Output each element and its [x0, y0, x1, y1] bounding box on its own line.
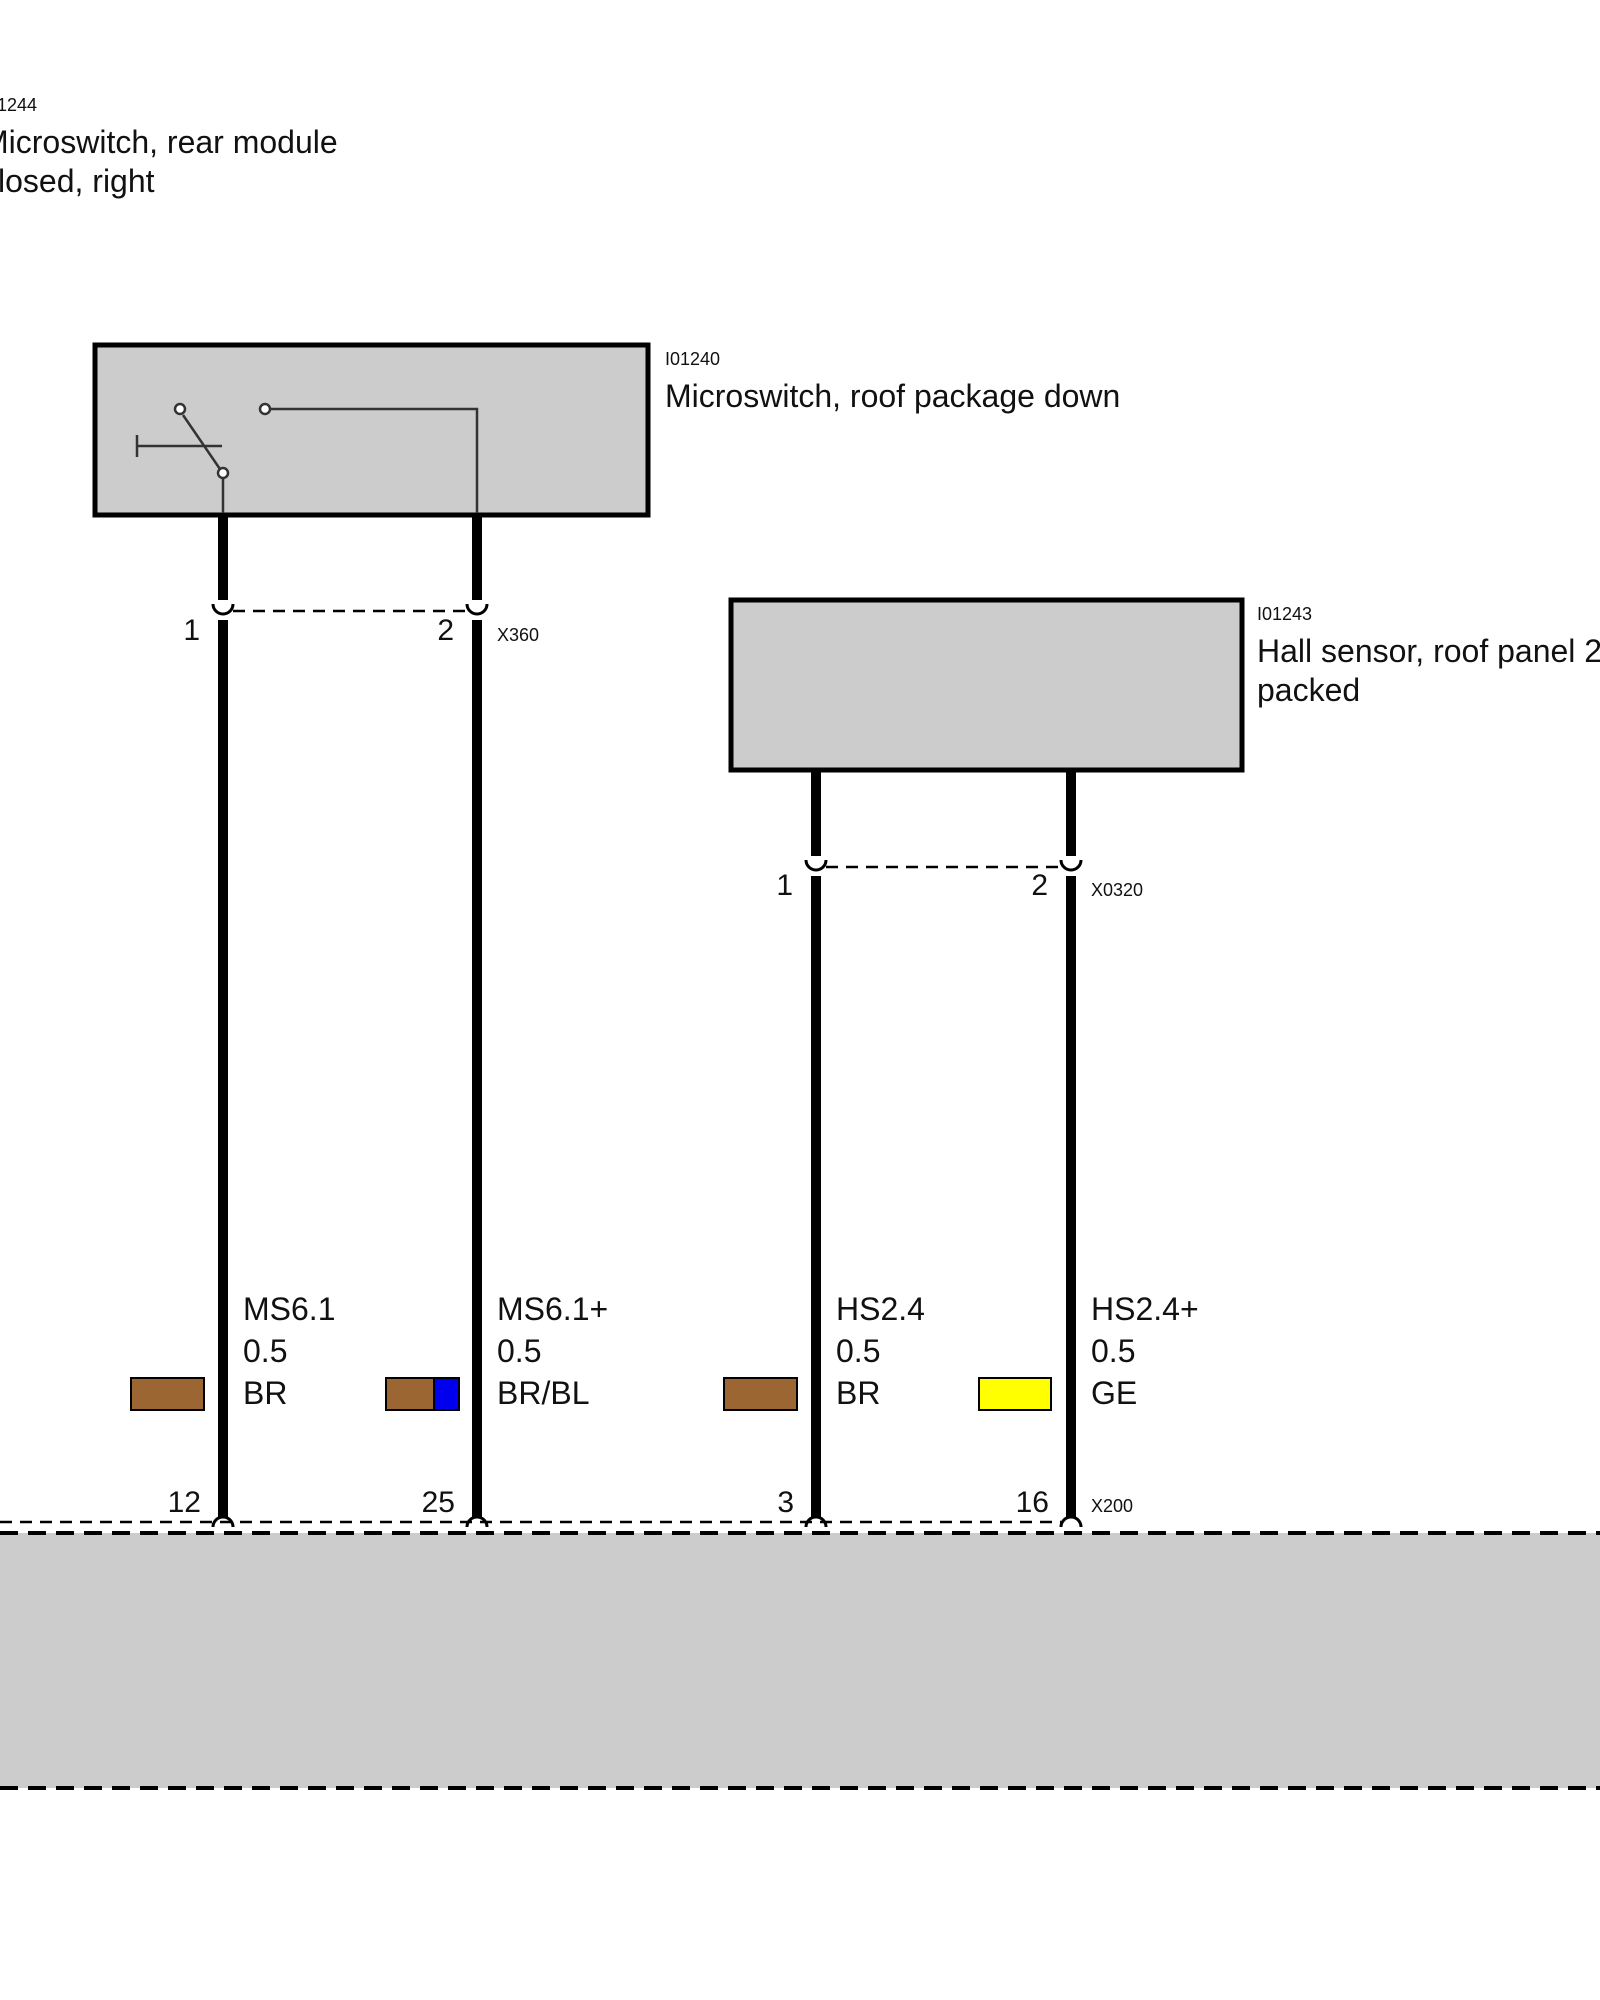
component-name-switch: Microswitch, roof package down — [665, 378, 1120, 414]
wire-signal-3: HS2.4 — [836, 1291, 925, 1327]
wire-signal-4: HS2.4+ — [1091, 1291, 1199, 1327]
switch-symbol-icon — [135, 402, 479, 513]
component-name-hall-line2: packed — [1257, 672, 1360, 708]
wire-color-swatch-2b — [433, 1377, 460, 1411]
wire-colorcode-3: BR — [836, 1375, 880, 1411]
switch-module-box[interactable] — [92, 342, 651, 518]
wire-color-swatch-2a — [385, 1377, 435, 1411]
wire-colorcode-4: GE — [1091, 1375, 1137, 1411]
x200-pin-25: 25 — [422, 1486, 455, 1519]
component-id-top-left: I01244 — [0, 95, 37, 115]
x360-pin-2: 2 — [437, 614, 454, 647]
wire-signal-2: MS6.1+ — [497, 1291, 608, 1327]
component-name-top-left-line2: closed, right — [0, 163, 155, 199]
wire-label-2: MS6.1+ 0.5 BR/BL — [385, 1291, 608, 1411]
wire-color-swatch-3 — [723, 1377, 798, 1411]
wire-label-3: HS2.4 0.5 BR — [723, 1291, 925, 1411]
x360-pin-1: 1 — [183, 614, 200, 647]
wire-color-swatch-4 — [978, 1377, 1052, 1411]
x0320-label: X0320 — [1091, 880, 1143, 900]
wire-signal-1: MS6.1 — [243, 1291, 335, 1327]
wire-color-swatch-1 — [130, 1377, 205, 1411]
wire-colorcode-1: BR — [243, 1375, 287, 1411]
x200-pin-16: 16 — [1016, 1486, 1049, 1519]
wire-size-1: 0.5 — [243, 1333, 287, 1369]
component-id-hall: I01243 — [1257, 604, 1312, 624]
connector-x200[interactable]: 12 25 3 16 X200 — [0, 1486, 1133, 1528]
wire-size-2: 0.5 — [497, 1333, 541, 1369]
connector-x0320[interactable]: 1 2 X0320 — [776, 859, 1143, 902]
wire-colorcode-2: BR/BL — [497, 1375, 589, 1411]
connector-x360[interactable]: 1 2 X360 — [183, 603, 539, 647]
component-name-top-left-line1: Microswitch, rear module — [0, 124, 338, 160]
component-name-hall-line1: Hall sensor, roof panel 2 — [1257, 633, 1600, 669]
wire-label-1: MS6.1 0.5 BR — [130, 1291, 335, 1411]
wires — [218, 515, 1076, 1518]
x200-pin-3: 3 — [777, 1486, 794, 1519]
component-id-switch: I01240 — [665, 349, 720, 369]
x200-label: X200 — [1091, 1496, 1133, 1516]
hall-sensor-box[interactable] — [728, 597, 1245, 773]
x200-pin-12: 12 — [168, 1486, 201, 1519]
x0320-pin-1: 1 — [776, 869, 793, 902]
control-unit-box[interactable] — [0, 1533, 1600, 1788]
x0320-pin-2: 2 — [1031, 869, 1048, 902]
x360-label: X360 — [497, 625, 539, 645]
wire-size-4: 0.5 — [1091, 1333, 1135, 1369]
wire-size-3: 0.5 — [836, 1333, 880, 1369]
wire-label-4: HS2.4+ 0.5 GE — [978, 1291, 1199, 1411]
